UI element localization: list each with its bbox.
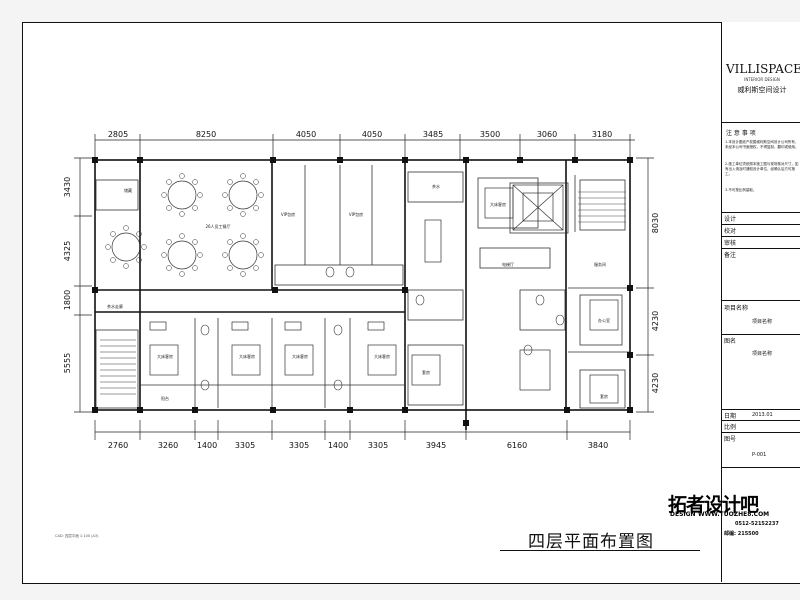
- company-logo-sub: INTERIOR DESIGN: [744, 77, 780, 82]
- tb-divider: [722, 409, 800, 410]
- label-bedroom-1: 大床客房: [157, 353, 173, 359]
- label-bedroom-2: 大床客房: [239, 353, 255, 359]
- dim-right-1: 8030: [651, 213, 660, 233]
- dim-top-5: 3485: [423, 130, 443, 139]
- field-remark: 备注: [724, 252, 737, 259]
- tb-divider: [722, 212, 800, 213]
- tb-divider: [722, 300, 800, 301]
- dim-top-7: 3060: [537, 130, 557, 139]
- dim-top-2: 8250: [196, 130, 216, 139]
- dim-bottom-2: 3260: [158, 441, 178, 450]
- dim-top-3: 4050: [296, 130, 316, 139]
- note-3: 3.不可按比例量取。: [725, 188, 757, 192]
- tb-divider: [722, 334, 800, 335]
- project-name-value: 项目名称: [752, 319, 773, 325]
- dim-left-4: 5555: [63, 353, 72, 373]
- drawing-no-value: P-001: [752, 452, 767, 458]
- watermark-prefix: DESIGN: [670, 511, 696, 518]
- contact-postal: 邮编: 215500: [724, 530, 759, 537]
- field-design: 设计: [724, 216, 737, 223]
- label-banquet-hall: 26人员工餐厅: [205, 223, 230, 229]
- label-suite-2: 套房: [600, 393, 608, 399]
- dim-bottom-10: 3840: [588, 441, 608, 450]
- watermark-logo: 拓者设计吧: [668, 494, 759, 516]
- dim-bottom-3: 1400: [197, 441, 217, 450]
- company-logo: VILLISPACE: [726, 62, 800, 76]
- drawing-title: 四层平面布置图: [528, 532, 654, 552]
- tb-divider: [722, 236, 800, 237]
- label-corridor: 茶水走廊: [107, 303, 123, 309]
- watermark-url: WWW.TUOZHE8.COM: [698, 511, 770, 518]
- dim-left-1: 3430: [63, 177, 72, 197]
- field-drawing-no: 图号: [724, 436, 737, 443]
- field-review: 审核: [724, 240, 737, 247]
- label-vip-1: VIP包房: [281, 211, 295, 217]
- dim-bottom-4: 3305: [235, 441, 255, 450]
- contact-phone: 0512-52152237: [735, 521, 779, 527]
- watermark-sub: DESIGN WWW.TUOZHE8.COM: [670, 510, 769, 518]
- dim-top-4: 4050: [362, 130, 382, 139]
- dim-bottom-8: 3945: [426, 441, 446, 450]
- label-suite-1: 套房: [422, 369, 430, 375]
- floor-plan: 2805 8250 4050 4050 3485 3500 3060 3180 …: [63, 130, 660, 450]
- label-tea: 茶水: [432, 183, 440, 189]
- notes-title: 注 意 事 项: [726, 130, 756, 137]
- company-name: 威利斯空间设计: [737, 86, 787, 94]
- cad-note: CAD: 四层平面 1:100 (A3): [55, 534, 99, 538]
- label-service: 服务间: [594, 261, 606, 267]
- label-bedroom-5: 大床客房: [490, 201, 506, 207]
- note-2: 2.施工单位须依照本施工图与现场核对尺寸，如有出入请及时通知设计单位，经确认后方…: [725, 162, 799, 176]
- postal-label: 邮编:: [724, 531, 736, 537]
- field-project-name: 项目名称: [724, 305, 749, 312]
- label-bedroom-3: 大床客房: [292, 353, 308, 359]
- dim-bottom-5: 3305: [289, 441, 309, 450]
- tb-divider: [722, 432, 800, 433]
- dim-left-2: 4325: [63, 241, 72, 261]
- field-date: 日期: [724, 413, 737, 420]
- drawing-name-value: 项目名称: [752, 351, 773, 357]
- note-1: 1.本设计图纸产权属威利斯空间设计公司所有，未经本公司书面授权，不得复制、翻印或…: [725, 140, 799, 149]
- postal-code: 215500: [737, 531, 759, 537]
- title-block: VILLISPACE INTERIOR DESIGN 威利斯空间设计 注 意 事…: [721, 22, 800, 582]
- tb-divider: [722, 420, 800, 421]
- dim-right-3: 4230: [651, 373, 660, 393]
- label-storage: 储藏: [124, 187, 132, 193]
- dim-right-2: 4230: [651, 311, 660, 331]
- dim-top-6: 3500: [480, 130, 500, 139]
- dim-bottom-6: 1400: [328, 441, 348, 450]
- field-scale: 比例: [724, 424, 737, 431]
- dim-top-1: 2805: [108, 130, 128, 139]
- dim-bottom-9: 6160: [507, 441, 527, 450]
- tb-divider: [722, 224, 800, 225]
- label-lobby: 电梯厅: [502, 261, 514, 267]
- label-bedroom-4: 大床客房: [374, 353, 390, 359]
- dim-top-8: 3180: [592, 130, 612, 139]
- dim-bottom-7: 3305: [368, 441, 388, 450]
- date-value: 2013.01: [752, 412, 773, 418]
- tb-divider: [722, 467, 800, 468]
- drawing-title-underline: [500, 550, 700, 551]
- tb-divider: [722, 122, 800, 123]
- label-office: 办公室: [598, 317, 610, 323]
- dim-bottom-1: 2760: [108, 441, 128, 450]
- drawing-sheet: [22, 22, 800, 584]
- field-check: 校对: [724, 228, 737, 235]
- label-balcony: 阳台: [161, 395, 169, 401]
- dim-left-3: 1800: [63, 290, 72, 310]
- tb-divider: [722, 248, 800, 249]
- label-vip-2: VIP包房: [349, 211, 363, 217]
- field-drawing-name: 图名: [724, 338, 737, 345]
